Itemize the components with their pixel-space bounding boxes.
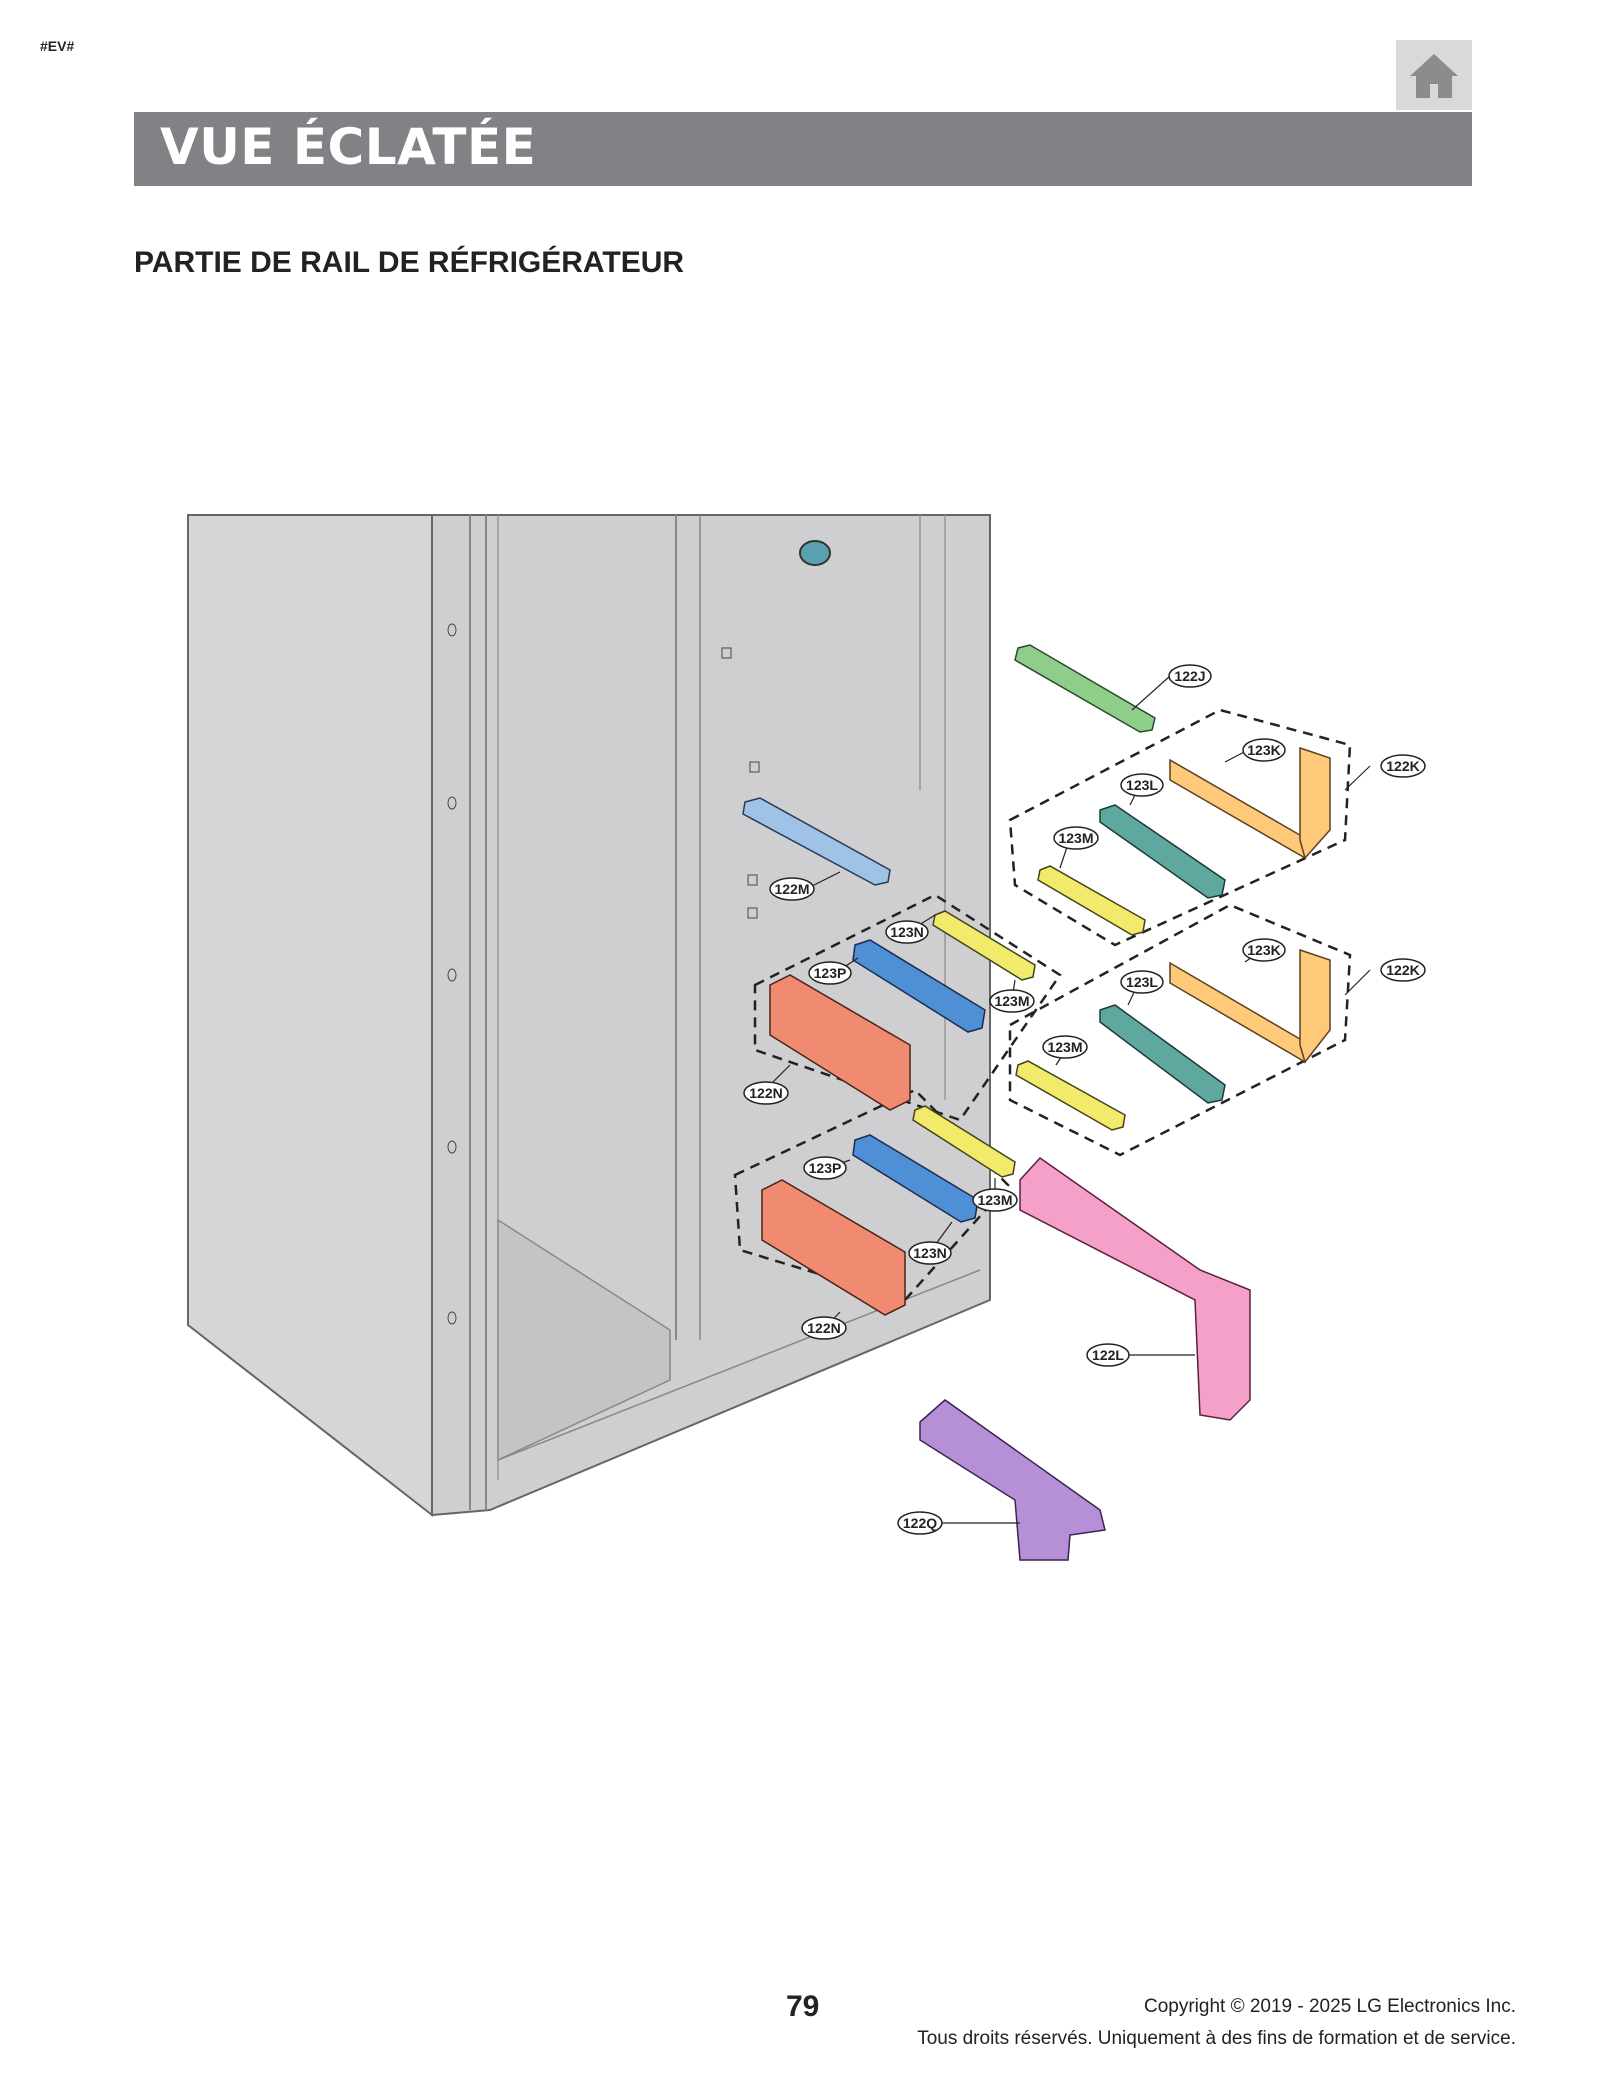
exploded-view-diagram: 122J 123K 122K 123L 123M 122M 123N 123K …: [187, 514, 1426, 1561]
part-122n-salmon-lower: [761, 1179, 906, 1316]
callout-122n-upper: 122N: [743, 1081, 789, 1105]
callout-123p-upper: 123P: [808, 961, 852, 985]
part-123m-top-right: [1037, 865, 1146, 936]
part-123l-top: [1099, 804, 1226, 899]
part-123l-bottom: [1099, 1004, 1226, 1104]
refrigerator-cabinet: [187, 514, 991, 1518]
callout-123m-upper-left: 123M: [989, 989, 1035, 1013]
svg-text:122L: 122L: [1092, 1347, 1124, 1363]
rights-text: Tous droits réservés. Uniquement à des f…: [917, 2028, 1516, 2049]
callout-123k-bottom: 123K: [1242, 938, 1286, 962]
document-tag: #EV#: [40, 38, 75, 54]
svg-text:122K: 122K: [1386, 758, 1419, 774]
callout-123n-upper: 123N: [885, 920, 929, 944]
svg-text:123M: 123M: [1058, 830, 1093, 846]
part-122j-rail: [1014, 644, 1156, 733]
svg-text:122J: 122J: [1174, 668, 1205, 684]
callout-123l-bottom: 123L: [1120, 970, 1164, 994]
svg-text:122N: 122N: [749, 1085, 782, 1101]
copyright-text: Copyright © 2019 - 2025 LG Electronics I…: [1143, 1996, 1516, 2017]
svg-text:123P: 123P: [809, 1160, 842, 1176]
part-123n-blue-lower: [852, 1134, 979, 1223]
callout-122k-top: 122K: [1380, 754, 1426, 778]
callout-123p-lower: 123P: [803, 1156, 847, 1180]
part-122q-purple: [919, 1399, 1106, 1561]
svg-text:123K: 123K: [1247, 742, 1280, 758]
section-banner: VUE ÉCLATÉE: [134, 112, 1472, 186]
callout-122m: 122M: [769, 877, 815, 901]
svg-text:123N: 123N: [890, 924, 923, 940]
callout-122k-bottom: 122K: [1380, 958, 1426, 982]
part-122m-rail: [742, 797, 891, 886]
svg-text:123M: 123M: [1047, 1039, 1082, 1055]
svg-text:123L: 123L: [1126, 974, 1158, 990]
callout-122q: 122Q: [897, 1511, 943, 1535]
svg-text:123N: 123N: [913, 1245, 946, 1261]
callout-123m-bottom-right: 123M: [1042, 1035, 1088, 1059]
svg-text:123L: 123L: [1126, 777, 1158, 793]
dashed-group-outlines: [733, 708, 1352, 1302]
svg-text:123M: 123M: [994, 993, 1029, 1009]
svg-text:122M: 122M: [774, 881, 809, 897]
home-button[interactable]: [1396, 40, 1472, 110]
part-123k-top: [1169, 746, 1331, 860]
part-122n-salmon-upper: [769, 974, 911, 1111]
part-123n-blue-upper: [852, 939, 986, 1033]
svg-text:122K: 122K: [1386, 962, 1419, 978]
callout-122l: 122L: [1086, 1343, 1130, 1367]
page-number: 79: [786, 1990, 820, 2023]
section-title: PARTIE DE RAIL DE RÉFRIGÉRATEUR: [134, 246, 685, 279]
svg-text:123P: 123P: [814, 965, 847, 981]
callout-123m-top-right: 123M: [1053, 826, 1099, 850]
svg-text:122N: 122N: [807, 1320, 840, 1336]
svg-text:122Q: 122Q: [903, 1515, 937, 1531]
part-123m-bottom-right: [1015, 1060, 1126, 1131]
callout-123n-lower: 123N: [908, 1241, 952, 1265]
part-123k-bottom: [1169, 948, 1331, 1064]
svg-text:123K: 123K: [1247, 942, 1280, 958]
callout-123l-top: 123L: [1120, 773, 1164, 797]
callout-123m-lower-left: 123M: [972, 1188, 1018, 1212]
banner-title: VUE ÉCLATÉE: [160, 118, 537, 176]
part-123m-upper-left: [932, 910, 1036, 981]
home-icon: [1410, 54, 1458, 98]
part-122l-pink: [1019, 1157, 1251, 1421]
part-123m-lower-left: [912, 1105, 1016, 1178]
callout-122j: 122J: [1168, 664, 1212, 688]
callout-122n-lower: 122N: [801, 1316, 847, 1340]
svg-text:123M: 123M: [977, 1192, 1012, 1208]
callout-123k-top: 123K: [1242, 738, 1286, 762]
